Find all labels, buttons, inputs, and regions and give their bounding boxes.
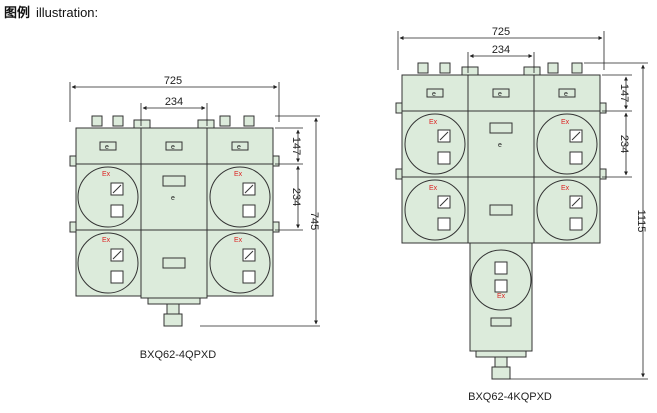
- e-mark: e: [171, 144, 175, 151]
- bottom-plate: [147, 297, 201, 305]
- ex-mark: Ex: [561, 119, 570, 126]
- cable-gland: [219, 115, 231, 127]
- center-mid-box: [140, 163, 208, 231]
- e-mark: e: [498, 91, 502, 98]
- breaker-window: [536, 113, 598, 175]
- e-mark: e: [105, 144, 109, 151]
- ex-mark: Ex: [429, 185, 438, 192]
- right-dimensions: [397, 31, 648, 380]
- ex-mark: Ex: [429, 119, 438, 126]
- dim-height: 745: [308, 212, 320, 230]
- ex-mark: Ex: [234, 237, 243, 244]
- dim-top: 147: [618, 84, 630, 102]
- left-enclosure: [75, 115, 274, 327]
- e-mark: e: [171, 195, 175, 202]
- right-caption: BXQ62-4KQPXD: [468, 391, 552, 403]
- dim-top: 147: [290, 137, 302, 155]
- breaker-window: [209, 232, 271, 294]
- center-bottom-box: [140, 229, 208, 299]
- ex-mark: Ex: [102, 237, 111, 244]
- legend-title-en: illustration:: [36, 5, 99, 20]
- right-ex-marks: Ex Ex Ex Ex Ex e e e e: [429, 91, 570, 300]
- legend-title-zh: 图例: [4, 5, 31, 20]
- dim-inner: 234: [165, 96, 183, 108]
- e-mark: e: [498, 142, 502, 149]
- e-mark: e: [237, 144, 241, 151]
- ex-mark: Ex: [561, 185, 570, 192]
- breaker-window: [404, 179, 466, 241]
- cable-gland: [112, 115, 124, 127]
- bot-right-box: [206, 229, 274, 297]
- breaker-window: [404, 113, 466, 175]
- left-dim-labels: 725 234 147 234 745: [164, 75, 320, 230]
- cable-gland: [133, 119, 151, 129]
- legend-header: 图例 illustration:: [4, 2, 98, 21]
- bot-left-box: [75, 229, 142, 297]
- dim-height: 1115: [635, 210, 647, 233]
- right-details: [395, 88, 607, 327]
- bottom-gland-nut: [163, 313, 183, 327]
- breaker-window: [77, 232, 139, 294]
- dim-mid: 234: [618, 135, 630, 153]
- bottom-gland: [166, 303, 180, 315]
- left-caption: BXQ62-4QPXD: [140, 349, 216, 361]
- cable-gland: [243, 115, 255, 127]
- cable-gland: [91, 115, 103, 127]
- left-details: [69, 141, 280, 294]
- dim-width: 725: [492, 26, 510, 38]
- e-mark: e: [432, 91, 436, 98]
- breaker-window: [209, 166, 271, 228]
- cable-gland: [197, 119, 215, 129]
- ex-mark: Ex: [234, 171, 243, 178]
- breaker-window: [536, 179, 598, 241]
- e-mark: e: [564, 91, 568, 98]
- ex-mark: Ex: [102, 171, 111, 178]
- ex-mark: Ex: [497, 293, 506, 300]
- dim-inner: 234: [492, 44, 510, 56]
- right-dim-labels: 725 234 147 234 1115: [492, 26, 647, 232]
- left-ex-marks: Ex Ex Ex Ex e e e e: [102, 144, 243, 244]
- mid-right-box: [206, 163, 274, 231]
- dim-mid: 234: [290, 188, 302, 206]
- right-enclosure: [401, 62, 601, 380]
- breaker-window: [77, 166, 139, 228]
- breaker-window: [470, 249, 532, 311]
- dim-width: 725: [164, 75, 182, 87]
- left-dimensions: [69, 82, 320, 327]
